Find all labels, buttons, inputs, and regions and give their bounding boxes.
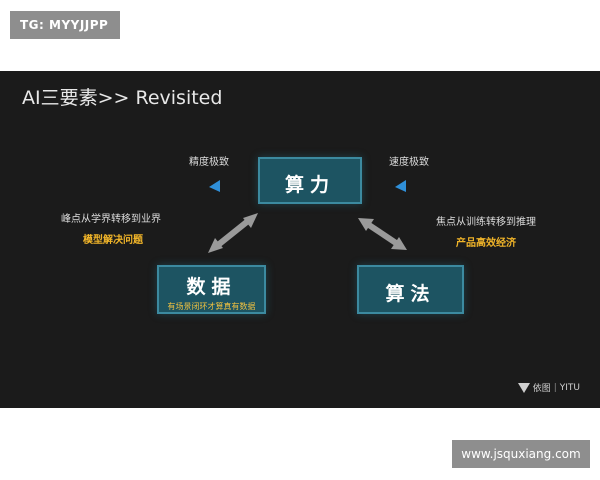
right-shift-caption: 焦点从训练转移到推理	[436, 217, 536, 228]
speed-caption: 速度极致	[389, 157, 429, 168]
bottom-watermark: www.jsquxiang.com	[452, 440, 590, 468]
accuracy-triangle-icon	[209, 180, 220, 192]
compute-node: 算力	[258, 157, 362, 204]
speed-triangle-icon	[395, 180, 406, 192]
left-highlight-caption: 模型解决问题	[83, 235, 143, 246]
yitu-logo-name: 依图	[532, 384, 551, 394]
compute-node-label: 算力	[284, 174, 335, 196]
slide: AI三要素>> Revisited 算力 数据 有场景闭环才算真有数据 算法 精…	[0, 71, 600, 408]
right-highlight-caption: 产品高效经济	[456, 238, 516, 249]
data-node: 数据 有场景闭环才算真有数据	[157, 265, 266, 314]
data-compute-double-arrow-icon	[208, 213, 258, 253]
accuracy-caption: 精度极致	[189, 157, 229, 168]
connector-layer	[208, 180, 407, 253]
data-node-label: 数据	[186, 276, 237, 298]
algorithm-node: 算法	[357, 265, 464, 314]
compute-algorithm-double-arrow-icon	[358, 218, 407, 250]
algorithm-node-label: 算法	[385, 283, 436, 305]
data-node-subtitle: 有场景闭环才算真有数据	[167, 302, 256, 311]
left-shift-caption: 峰点从学界转移到业界	[61, 214, 161, 225]
slide-title: AI三要素>> Revisited	[22, 87, 223, 109]
yitu-logo-latin: YITU	[559, 382, 580, 393]
yitu-logo: 依图 | YITU	[517, 381, 580, 394]
yitu-logo-icon	[517, 382, 530, 393]
yitu-logo-separator: |	[553, 382, 557, 393]
top-watermark: TG: MYYJJPP	[10, 11, 120, 39]
